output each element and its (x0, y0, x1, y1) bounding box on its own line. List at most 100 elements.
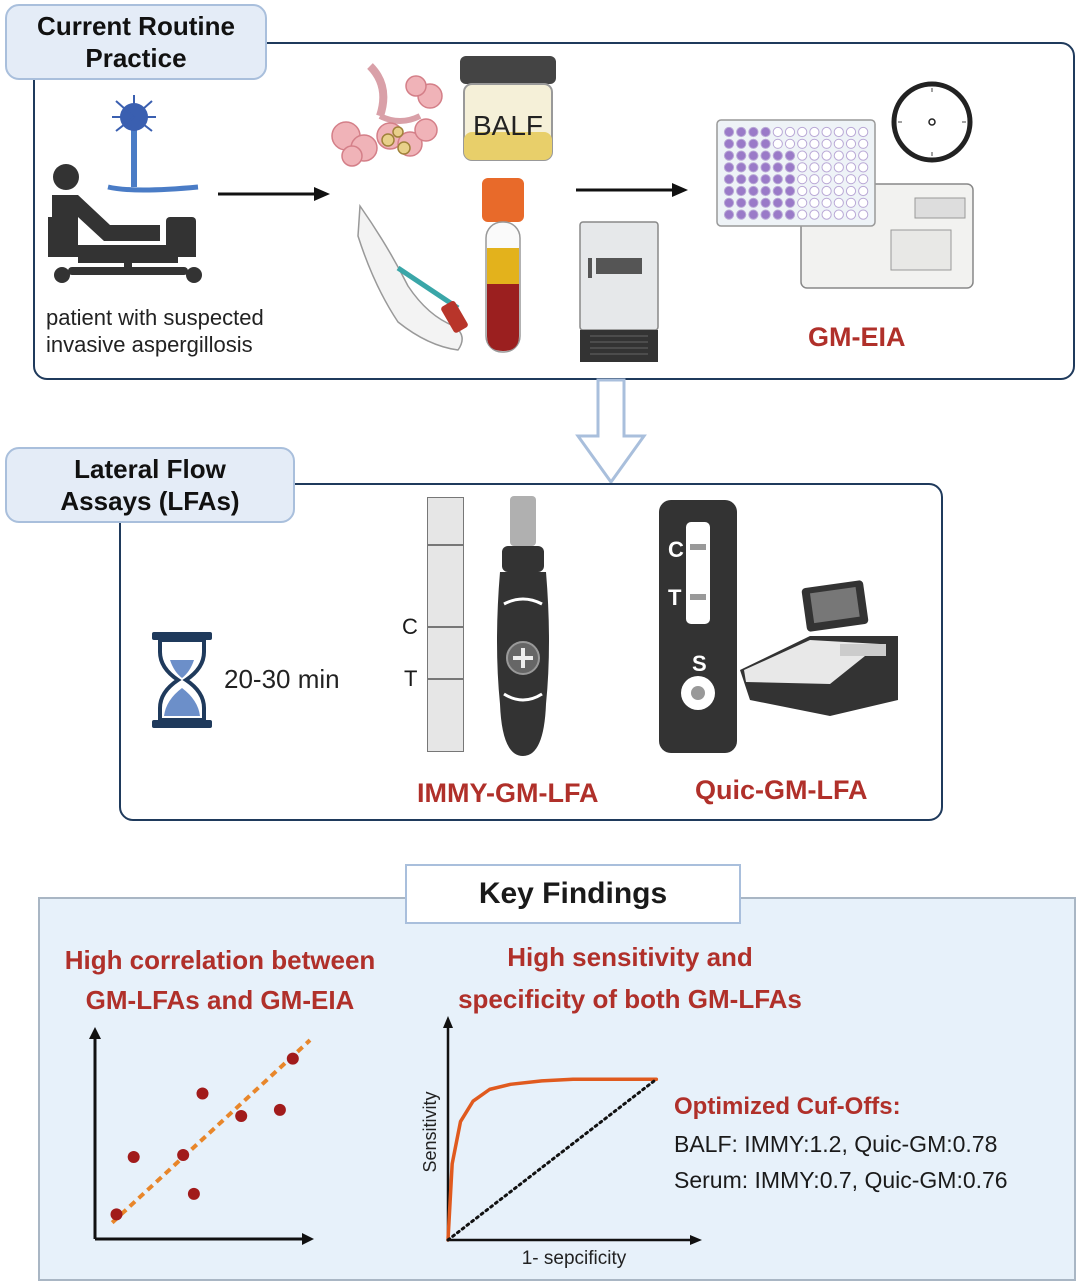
gm-eia-label: GM-EIA (808, 322, 906, 352)
plate-well (809, 162, 820, 173)
down-arrow-icon (575, 378, 647, 485)
plate-well (784, 150, 796, 161)
plate-well (821, 174, 832, 185)
plate-well (784, 197, 796, 208)
plate-well (723, 126, 735, 138)
plate-well (748, 162, 759, 173)
scatter-point (127, 1151, 140, 1163)
plate-well (809, 150, 820, 161)
plate-well (760, 185, 771, 197)
plate-well (760, 126, 771, 138)
plate-well (809, 185, 820, 197)
plate-well (772, 174, 783, 185)
plate-well (845, 209, 857, 220)
plate-well (772, 209, 783, 220)
plate-well (858, 209, 869, 220)
plate-well (723, 197, 735, 208)
quic-cassette (659, 500, 737, 753)
plate-well (736, 126, 747, 138)
scatter-point (286, 1052, 299, 1065)
plate-well (845, 174, 857, 185)
freezer-icon (579, 221, 659, 362)
plate-well (809, 126, 820, 138)
immy-test-strip (427, 497, 464, 752)
lungs-icon (331, 63, 443, 167)
plate-well (772, 150, 783, 161)
plate-well (858, 150, 869, 161)
plate-well (833, 162, 844, 173)
plate-well (723, 138, 735, 149)
plate-well (784, 162, 796, 173)
plate-well (797, 138, 808, 149)
plate-well (833, 185, 844, 197)
plate-well (748, 126, 759, 138)
plate-well (845, 185, 857, 197)
roc-curve-chart: Sensitivity 1- sepcificity (420, 1016, 702, 1269)
cutoff-block: Optimized Cuf-Offs: BALF: IMMY:1.2, Quic… (674, 1090, 1074, 1198)
plate-well (784, 185, 796, 197)
plate-well (845, 162, 857, 173)
clock-icon (891, 81, 973, 163)
plate-well (833, 126, 844, 138)
balf-container-icon (460, 56, 556, 161)
plate-well (858, 174, 869, 185)
plate-well (821, 126, 832, 138)
scatter-point (110, 1208, 123, 1221)
plate-well (772, 185, 783, 197)
scatter-axes (89, 1027, 314, 1245)
scatter-point (273, 1103, 286, 1116)
patient-in-bed-icon (48, 95, 202, 283)
assay-time-label: 20-30 min (224, 664, 340, 694)
plate-well (821, 138, 832, 149)
plate-well (797, 209, 808, 220)
plate-well (833, 174, 844, 185)
plate-well (784, 126, 796, 138)
plate-well (748, 185, 759, 197)
plate-well (833, 150, 844, 161)
plate-well (833, 138, 844, 149)
plate-reader-icon (716, 119, 974, 289)
plate-well (858, 185, 869, 197)
plate-well (748, 197, 759, 208)
plate-well (723, 174, 735, 185)
cutoff-serum: Serum: IMMY:0.7, Quic-GM:0.76 (674, 1167, 1008, 1193)
plate-well (772, 126, 783, 138)
plate-well (736, 185, 747, 197)
plate-well (723, 150, 735, 161)
plate-well (858, 126, 869, 138)
plate-well (797, 150, 808, 161)
plate-well (723, 209, 735, 220)
plate-well (809, 138, 820, 149)
plate-well (797, 185, 808, 197)
plate-well (784, 209, 796, 220)
plate-well (821, 197, 832, 208)
flow-arrow-icon (576, 183, 688, 197)
roc-y-axis-label: Sensitivity (420, 1091, 440, 1172)
plate-well (760, 209, 771, 220)
plate-well (748, 209, 759, 220)
plate-well (748, 150, 759, 161)
plate-well (845, 138, 857, 149)
plate-well (821, 185, 832, 197)
plate-well (809, 174, 820, 185)
plate-well (821, 162, 832, 173)
plate-well (760, 150, 771, 161)
plate-well (723, 185, 735, 197)
correlation-scatter-chart (89, 1027, 314, 1245)
trendline (110, 1038, 312, 1225)
cassette-control-label: C (668, 537, 684, 562)
quic-gm-lfa-label: Quic-GM-LFA (695, 775, 868, 805)
blood-tube-icon (482, 178, 524, 353)
plate-well (858, 197, 869, 208)
plate-well (821, 150, 832, 161)
plate-well (736, 138, 747, 149)
plate-well (760, 174, 771, 185)
lfa-reader-icon (740, 580, 898, 716)
key-findings-title: Key Findings (405, 864, 741, 924)
aspergillus-icon (107, 95, 199, 193)
roc-reference-line (446, 1077, 658, 1242)
immy-gm-lfa-label: IMMY-GM-LFA (417, 778, 599, 808)
